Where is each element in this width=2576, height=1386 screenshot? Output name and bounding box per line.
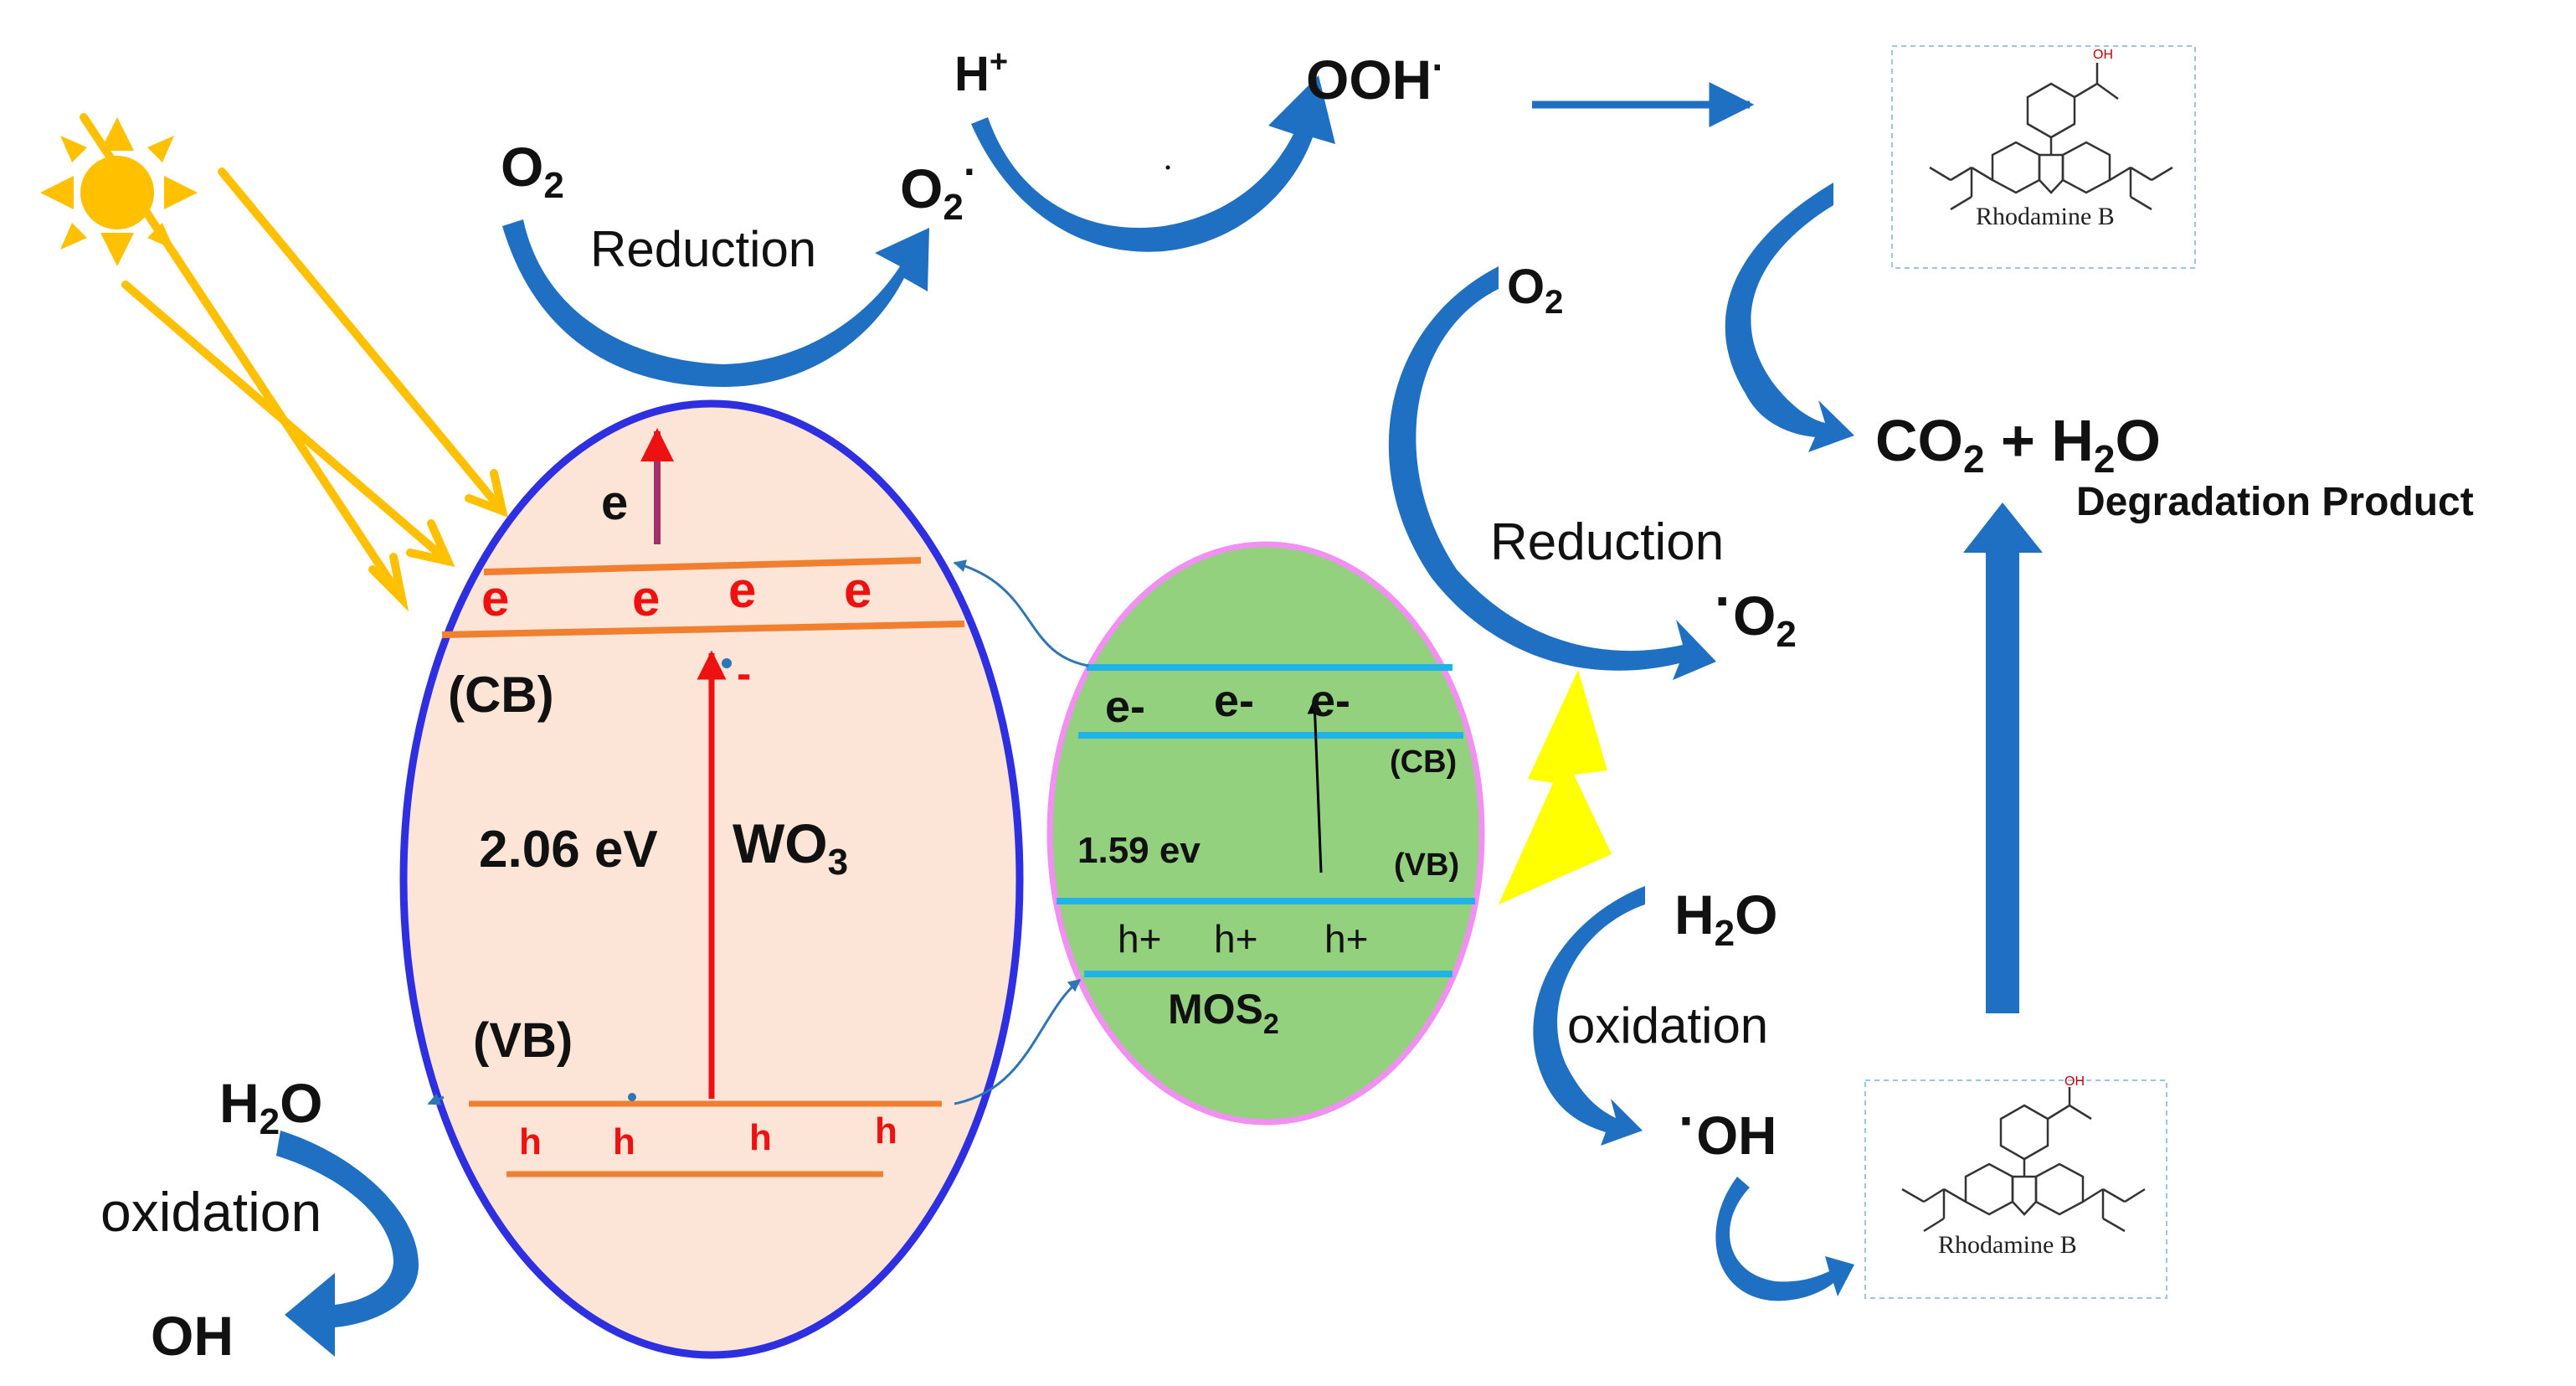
- right-water: H2O: [1674, 884, 1778, 954]
- vb-hole: h: [519, 1121, 542, 1162]
- rhodamine-bottom-oh: OH: [2064, 1074, 2085, 1089]
- protonation-curved-arrow: [971, 75, 1335, 252]
- right-o2-reactant: O2: [1507, 260, 1563, 321]
- vb-hole: h: [613, 1121, 635, 1162]
- left-water: H2O: [219, 1072, 323, 1142]
- vb-hole: h+: [1214, 917, 1257, 961]
- cb-electron: e-: [1105, 682, 1145, 732]
- cb-electron: e: [632, 570, 660, 626]
- right-oxidation-label: oxidation: [1567, 997, 1768, 1054]
- rhodamine-bottom: OH Rhodamine B: [1864, 1074, 2167, 1299]
- wo3-semiconductor: e e e e e - (CB) 2.06 eV WO3 (VB) h h h …: [399, 399, 1024, 1359]
- wo3-cb-label: (CB): [448, 667, 554, 723]
- to-rhodamine-bottom-arrow: [1715, 1177, 1854, 1301]
- right-oxidation: H2O oxidation ·OH: [1533, 884, 1854, 1301]
- vb-hole: h: [749, 1117, 772, 1158]
- vb-hole: h: [875, 1110, 897, 1152]
- lightning-icon: [1499, 670, 1612, 904]
- right-superoxide: ·O2: [1715, 569, 1797, 655]
- left-oxidation-curved-arrow: [276, 1131, 419, 1357]
- reduction-curved-arrow: [502, 219, 929, 387]
- right-reduction-curved-arrow: [1388, 266, 1716, 680]
- left-hydroxyl: OH: [151, 1305, 234, 1367]
- degradation-product-label: Degradation Product: [2076, 480, 2474, 524]
- sun-icon: [40, 117, 198, 266]
- right-oxidation-curved-arrow: [1533, 886, 1645, 1146]
- vb-hole: h+: [1118, 917, 1161, 961]
- top-reduction: O2 Reduction O2·: [501, 136, 977, 387]
- right-reduction: O2 Reduction ·O2: [1388, 260, 1797, 680]
- wo3-vb-label: (VB): [473, 1013, 573, 1068]
- right-reduction-label: Reduction: [1490, 513, 1724, 571]
- vb-hole: h+: [1324, 917, 1368, 961]
- cb-electron: e: [481, 570, 509, 626]
- wo3-vb-holes: h h h h: [519, 1110, 897, 1162]
- degradation-curved-arrow: [1725, 183, 1854, 452]
- proton: H+: [954, 44, 1008, 101]
- cb-electron: e-: [1214, 676, 1254, 726]
- rhodamine-top-label: Rhodamine B: [1976, 203, 2115, 230]
- mos2-semiconductor: e- e- e- (CB) 1.59 ev (VB) h+ h+ h+ MOS2: [1046, 541, 1485, 1126]
- hydroperoxyl: OOH·: [1306, 45, 1445, 111]
- protonation: H+ OOH·: [954, 44, 1755, 252]
- top-reduction-label: Reduction: [590, 221, 816, 277]
- left-oxidation: H2O oxidation OH: [100, 1072, 419, 1367]
- mos2-cb-label: (CB): [1390, 745, 1457, 780]
- co2-h2o: CO2 + H2O: [1875, 408, 2161, 481]
- mos2-cb-electrons: e- e- e-: [1105, 676, 1350, 732]
- right-hydroxyl: ·OH: [1679, 1090, 1776, 1166]
- cb-electron: e: [728, 562, 756, 618]
- mos2-vb-label: (VB): [1394, 848, 1459, 883]
- cb-electron: e: [844, 562, 872, 618]
- mos2-material-label: MOS2: [1168, 986, 1279, 1040]
- cb-electron: e-: [1310, 676, 1350, 726]
- top-o2-reactant: O2: [501, 136, 564, 206]
- wo3-minus: -: [737, 650, 751, 698]
- light-rays: [80, 113, 508, 612]
- wo3-band-gap: 2.06 eV: [479, 821, 658, 878]
- rhodamine-top: OH Rhodamine B: [1891, 45, 2196, 269]
- mos2-holes: h+ h+ h+: [1118, 917, 1368, 961]
- top-superoxide: O2·: [900, 148, 977, 228]
- mos2-band-gap: 1.59 ev: [1077, 830, 1201, 871]
- mos2-excitation-arrow: [1307, 698, 1323, 873]
- rhodamine-bottom-label: Rhodamine B: [1938, 1231, 2077, 1259]
- left-oxidation-label: oxidation: [100, 1181, 321, 1243]
- charge-transfer-arrows: [427, 559, 1089, 1105]
- wo3-material-label: WO3: [733, 812, 848, 883]
- products: CO2 + H2O Degradation Product: [1875, 408, 2474, 1013]
- up-arrow: [1963, 502, 2043, 1013]
- wo3-cb-electrons: e e e e: [481, 562, 872, 626]
- wo3-excited-electron: e: [601, 476, 628, 530]
- rhodamine-top-oh: OH: [2093, 48, 2113, 62]
